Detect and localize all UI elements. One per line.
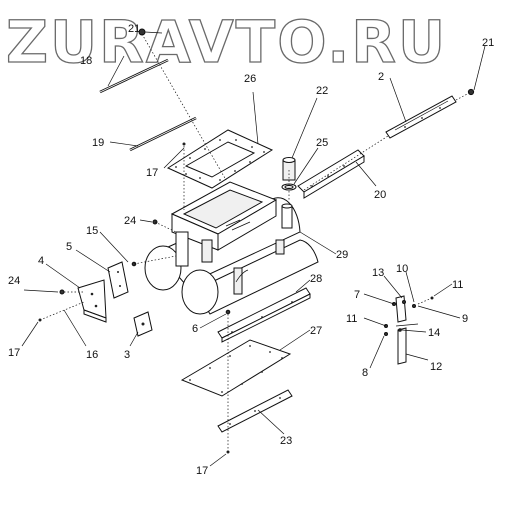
label-9: 9 <box>462 313 468 325</box>
leader-lines <box>21 45 486 467</box>
bushing-22 <box>282 157 296 181</box>
label-3: 3 <box>124 349 130 361</box>
label-26: 26 <box>244 73 256 85</box>
label-25: 25 <box>316 137 328 149</box>
label-17-left: 17 <box>8 347 20 359</box>
strip-23 <box>217 389 293 433</box>
label-17-bottom: 17 <box>196 465 208 477</box>
label-14: 14 <box>428 327 440 339</box>
label-8: 8 <box>362 367 368 379</box>
bracket-4-16 <box>77 279 107 323</box>
label-16: 16 <box>86 349 98 361</box>
label-28: 28 <box>310 273 322 285</box>
bracket-5 <box>107 261 129 299</box>
label-4: 4 <box>38 255 44 267</box>
plate-28 <box>217 287 311 343</box>
label-22: 22 <box>316 85 328 97</box>
clip-3 <box>133 311 153 337</box>
label-20: 20 <box>374 189 386 201</box>
label-10: 10 <box>396 263 408 275</box>
label-24-upper: 24 <box>124 215 136 227</box>
rod-18 <box>99 58 169 94</box>
small-bracket-group <box>384 295 434 365</box>
label-19: 19 <box>92 137 104 149</box>
label-5: 5 <box>66 241 72 253</box>
label-12: 12 <box>430 361 442 373</box>
label-6: 6 <box>192 323 198 335</box>
rod-19 <box>129 116 197 152</box>
label-18: 18 <box>80 55 92 67</box>
label-29: 29 <box>336 249 348 261</box>
gasket-frame-26 <box>166 129 274 189</box>
label-27: 27 <box>310 325 322 337</box>
label-11-right: 11 <box>452 279 463 291</box>
label-13: 13 <box>372 267 384 279</box>
label-2: 2 <box>378 71 384 83</box>
label-11-left: 11 <box>346 313 357 325</box>
screw-21-right <box>467 88 475 96</box>
label-21-top: 21 <box>128 23 140 35</box>
watermark: ZURAVTO.RU <box>6 8 447 76</box>
label-23: 23 <box>280 435 292 447</box>
label-21-right: 21 <box>482 37 494 49</box>
assembly-lines <box>39 33 472 452</box>
label-7: 7 <box>354 289 360 301</box>
label-15: 15 <box>86 225 98 237</box>
angle-strip-20 <box>297 149 365 199</box>
screw-21-top <box>138 28 163 36</box>
label-17-upper: 17 <box>146 167 158 179</box>
plate-27 <box>180 339 292 397</box>
part-labels: 21 18 26 22 2 21 19 17 25 20 24 15 29 5 … <box>8 23 494 477</box>
duct-body-29 <box>144 181 319 315</box>
label-24-lower: 24 <box>8 275 20 287</box>
strip-2 <box>385 95 457 139</box>
